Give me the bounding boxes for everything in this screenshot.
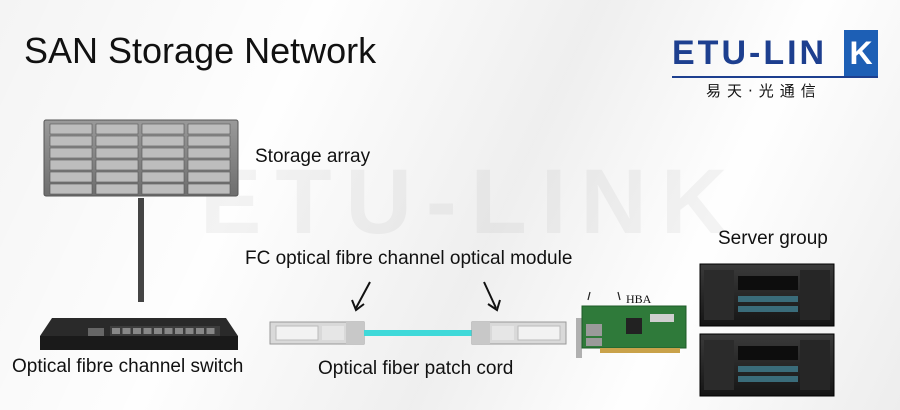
switch-port xyxy=(112,328,120,334)
drive-bay xyxy=(95,183,139,195)
page-title: SAN Storage Network xyxy=(24,30,377,71)
drive-bay xyxy=(141,123,185,135)
drive-bay xyxy=(187,147,231,159)
drive-bay xyxy=(187,159,231,171)
optical-module-label: FC optical fibre channel optical module xyxy=(245,248,573,269)
sfp-module-right xyxy=(471,321,567,345)
sfp-module-left xyxy=(269,321,365,345)
fiber-patch-cord xyxy=(364,330,472,336)
drive-bay xyxy=(187,135,231,147)
drive-bay xyxy=(187,183,231,195)
drive-bay xyxy=(49,123,93,135)
drive-bay xyxy=(141,159,185,171)
logo-k-badge: K xyxy=(844,30,878,76)
switch-port xyxy=(164,328,173,334)
drive-bay xyxy=(95,135,139,147)
drive-bay xyxy=(95,123,139,135)
logo-text: ETU-LIN xyxy=(672,34,828,72)
switch-port xyxy=(143,328,152,334)
server-group-label: Server group xyxy=(718,228,828,249)
drive-bay xyxy=(49,171,93,183)
drive-bay xyxy=(187,123,231,135)
hba-card xyxy=(576,291,687,358)
drive-bay xyxy=(141,147,185,159)
drive-bay xyxy=(187,171,231,183)
server-unit-bottom xyxy=(699,333,835,397)
drive-bay xyxy=(49,159,93,171)
switch-port xyxy=(133,328,141,334)
server-unit-top xyxy=(699,263,835,327)
drive-bay xyxy=(95,171,139,183)
etu-link-logo: ETU-LIN K 易天·光通信 xyxy=(672,28,878,100)
drive-bay xyxy=(49,183,93,195)
logo-subtitle: 易天·光通信 xyxy=(706,82,822,100)
switch-port xyxy=(185,328,194,334)
switch-port xyxy=(206,328,215,334)
storage-switch-link xyxy=(138,198,144,302)
switch-label: Optical fibre channel switch xyxy=(12,356,244,377)
drive-bay xyxy=(49,135,93,147)
storage-array-label: Storage array xyxy=(255,146,371,167)
module-arrow-right xyxy=(483,281,501,312)
drive-bay xyxy=(95,147,139,159)
drive-bay xyxy=(141,135,185,147)
storage-array xyxy=(43,119,239,197)
patch-cord-label: Optical fiber patch cord xyxy=(318,358,514,379)
watermark: ETU-LINK xyxy=(200,151,742,253)
hba-label: HBA xyxy=(626,292,652,306)
drive-bay xyxy=(95,159,139,171)
logo-underline xyxy=(672,76,878,78)
switch-port xyxy=(175,328,183,334)
switch-port xyxy=(154,328,162,334)
drive-bay xyxy=(141,183,185,195)
drive-bay xyxy=(49,147,93,159)
drive-bay xyxy=(141,171,185,183)
switch-port xyxy=(122,328,131,334)
module-arrow-left xyxy=(351,281,371,312)
fc-switch xyxy=(40,318,238,350)
switch-port xyxy=(196,328,204,334)
